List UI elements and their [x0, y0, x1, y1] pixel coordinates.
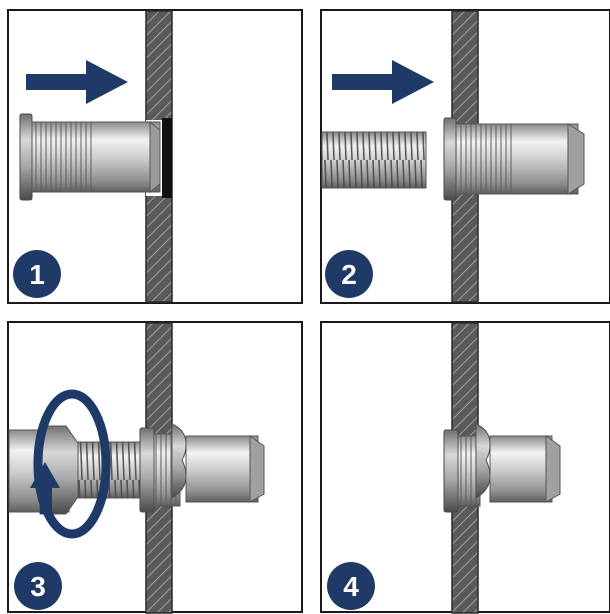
numbered-circle-icon — [325, 250, 373, 298]
step-badge: 4 — [327, 562, 375, 610]
rivet-nut — [19, 113, 161, 201]
panel-step-3: 3 — [7, 321, 303, 614]
arrow-right-icon — [332, 60, 434, 104]
step-number: 4 — [343, 571, 359, 602]
numbered-circle-icon — [327, 562, 375, 610]
panel-step-1: 1 — [7, 9, 303, 304]
rivet-nut — [443, 117, 585, 201]
step-number: 2 — [341, 259, 357, 290]
rotate-icon — [30, 389, 111, 539]
threaded-mandrel — [77, 441, 149, 499]
step-number: 1 — [29, 259, 45, 290]
step-badge: 3 — [14, 562, 62, 610]
step-badge: 1 — [13, 250, 61, 298]
rivet-nut-installed — [443, 423, 561, 513]
numbered-circle-icon — [14, 562, 62, 610]
panel-step-4: 4 — [320, 321, 610, 614]
step-number: 3 — [30, 571, 46, 602]
panel-step-2: 2 — [320, 9, 610, 304]
numbered-circle-icon — [13, 250, 61, 298]
step-badge: 2 — [325, 250, 373, 298]
threaded-mandrel — [321, 131, 427, 189]
rivet-nut-compressed — [139, 423, 265, 513]
arrow-right-icon — [26, 60, 128, 104]
